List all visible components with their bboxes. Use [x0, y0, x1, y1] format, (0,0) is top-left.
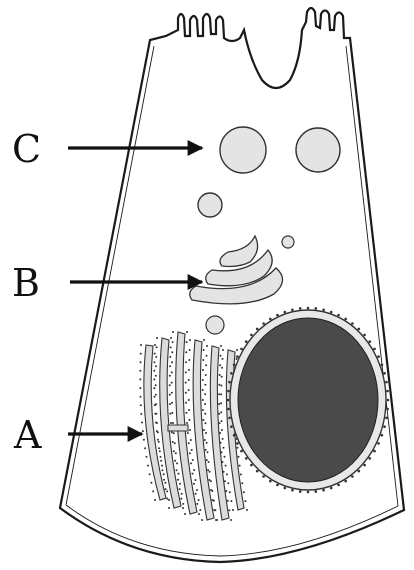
label-a: A — [13, 413, 42, 457]
label-b: B — [12, 261, 40, 305]
vesicle-lower — [206, 316, 224, 334]
vesicle-large-right — [296, 128, 340, 172]
nucleus — [238, 318, 378, 482]
vesicle-large-left — [220, 127, 266, 173]
vesicle-small — [198, 193, 222, 217]
vesicle-tiny — [282, 236, 294, 248]
label-c: C — [12, 127, 41, 171]
